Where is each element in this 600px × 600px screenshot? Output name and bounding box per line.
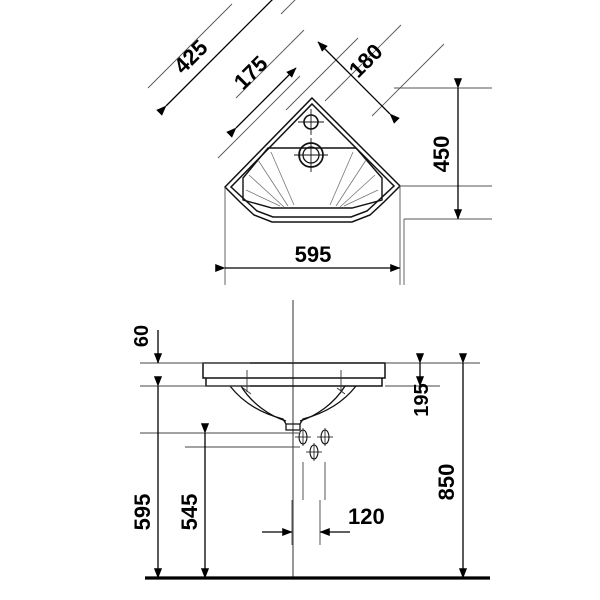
dimension-595-width: 595	[215, 242, 401, 273]
dimension-545-label: 545	[177, 494, 202, 531]
basin-interior-hatching	[245, 151, 379, 208]
dimension-60: 60	[131, 325, 163, 364]
dimension-120-label: 120	[348, 504, 385, 529]
dimension-450: 450	[429, 78, 463, 220]
dimension-545: 545	[177, 423, 210, 579]
fixing-hole-center	[306, 443, 322, 461]
fixing-hole-right	[317, 428, 333, 446]
fixing-holes-group	[295, 428, 333, 500]
fixing-hole-left	[295, 428, 311, 446]
dimension-195: 195	[411, 353, 433, 417]
dimension-595-height-label: 595	[130, 494, 155, 531]
dimension-595-height: 595	[130, 376, 163, 579]
dimension-595-width-label: 595	[295, 242, 332, 267]
dimension-195-label: 195	[411, 383, 433, 416]
slab-detail-marks	[242, 370, 346, 395]
dimension-850: 850	[434, 353, 468, 579]
front-elevation-group: 60 195 850 595 545 120	[130, 300, 490, 580]
dimension-120: 120	[262, 504, 385, 537]
counter-slab	[202, 362, 386, 387]
dimension-850-label: 850	[434, 464, 459, 501]
bowl-profile	[229, 385, 357, 431]
basin-rim-outline	[223, 96, 402, 223]
basin-bowl-outline	[242, 147, 383, 209]
dimension-450-label: 450	[429, 136, 454, 173]
dimension-60-label: 60	[131, 325, 153, 347]
drain-hole-icon	[294, 138, 328, 172]
